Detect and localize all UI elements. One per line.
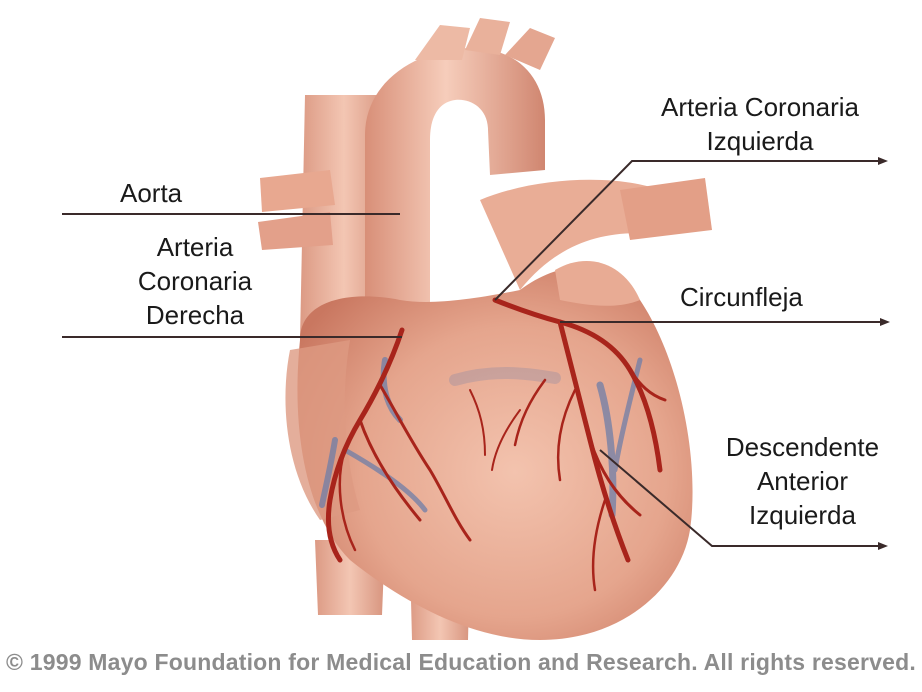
label-left-coronary-line2: Izquierda bbox=[620, 124, 900, 158]
label-circumflex: Circunfleja bbox=[680, 280, 803, 314]
aorta bbox=[365, 18, 555, 330]
label-left-coronary-line1: Arteria Coronaria bbox=[620, 90, 900, 124]
label-right-coronary: Arteria Coronaria Derecha bbox=[110, 230, 280, 332]
label-lad-line1: Descendente bbox=[695, 430, 910, 464]
label-right-coronary-line2: Coronaria bbox=[110, 264, 280, 298]
label-lad: Descendente Anterior Izquierda bbox=[695, 430, 910, 532]
arrowhead-lad bbox=[878, 542, 888, 550]
label-left-coronary: Arteria Coronaria Izquierda bbox=[620, 90, 900, 158]
label-lad-line3: Izquierda bbox=[695, 498, 910, 532]
label-aorta: Aorta bbox=[120, 176, 182, 210]
copyright-notice: © 1999 Mayo Foundation for Medical Educa… bbox=[0, 649, 922, 676]
label-right-coronary-line1: Arteria bbox=[110, 230, 280, 264]
label-lad-line2: Anterior bbox=[695, 464, 910, 498]
arrowhead-left-coronary bbox=[878, 157, 888, 165]
arrowhead-circumflex bbox=[880, 318, 890, 326]
label-right-coronary-line3: Derecha bbox=[110, 298, 280, 332]
